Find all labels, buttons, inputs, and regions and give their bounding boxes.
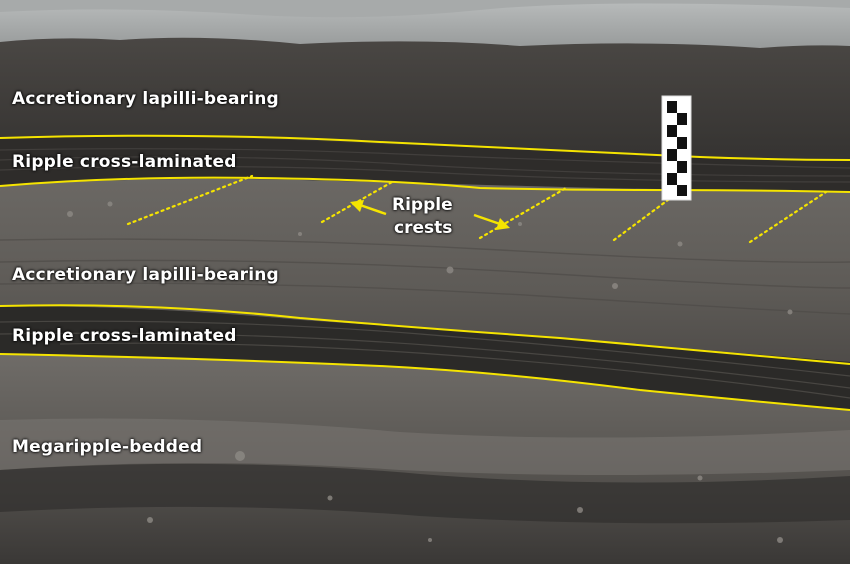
contact-line-1 bbox=[0, 134, 850, 161]
contact-line-3 bbox=[0, 304, 850, 365]
arrow-left-icon bbox=[350, 200, 364, 212]
contact-line-4 bbox=[0, 353, 850, 411]
scale-bar-icon bbox=[661, 95, 692, 201]
annotation-crests: crests bbox=[394, 218, 453, 238]
layer-label-accretionary-top: Accretionary lapilli-bearing bbox=[12, 89, 279, 109]
layer-label-megaripple: Megaripple-bedded bbox=[12, 437, 203, 457]
contact-lines bbox=[0, 134, 850, 411]
arrow-right-icon bbox=[496, 218, 510, 230]
layer-ripple-lower bbox=[0, 306, 850, 410]
annotation-arrows bbox=[350, 200, 510, 230]
layer-label-ripple-lower: Ripple cross-laminated bbox=[12, 326, 237, 346]
layer-label-ripple-upper: Ripple cross-laminated bbox=[12, 152, 237, 172]
ripple-crest-lines bbox=[126, 174, 828, 244]
annotation-ripple: Ripple bbox=[392, 195, 453, 215]
contact-line-2 bbox=[0, 176, 850, 193]
layer-label-accretionary-middle: Accretionary lapilli-bearing bbox=[12, 265, 279, 285]
layer-accretionary-middle bbox=[0, 178, 850, 362]
layer-accretionary-top bbox=[0, 37, 850, 160]
